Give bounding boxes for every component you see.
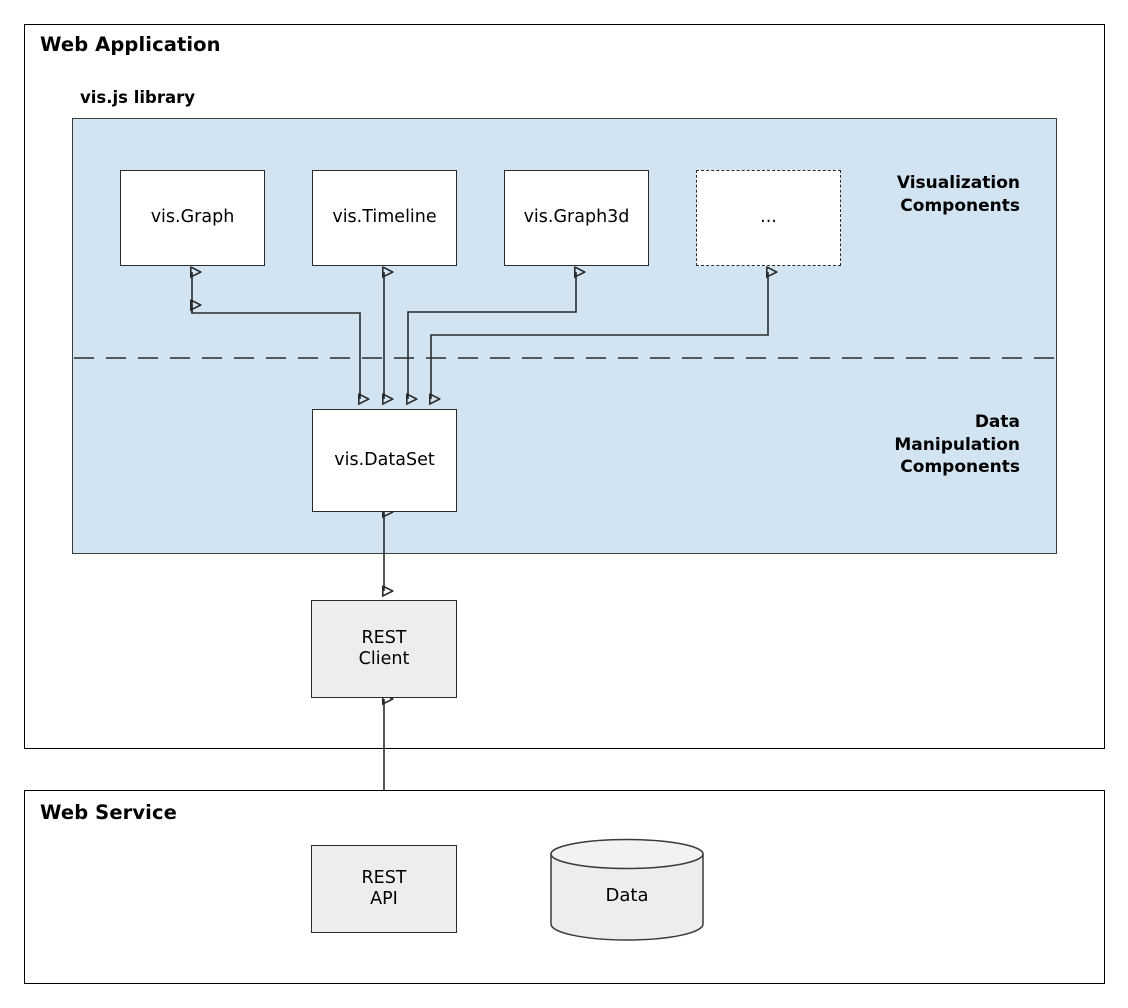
node-rest-client[interactable]: REST Client (311, 600, 457, 698)
node-rest-client-label: REST Client (358, 627, 410, 669)
node-more-components-label: ... (760, 207, 777, 228)
connector-graph-path (192, 272, 360, 399)
node-more-components[interactable]: ... (696, 170, 841, 266)
node-data-store-label: Data (605, 884, 649, 906)
node-vis-dataset-label: vis.DataSet (334, 449, 435, 470)
node-vis-graph3d-label: vis.Graph3d (523, 207, 630, 228)
vis-js-library-title: vis.js library (80, 88, 196, 107)
node-rest-api-label: REST API (361, 867, 407, 909)
web-service-title: Web Service (40, 801, 177, 824)
visualization-components-label: Visualization Components (896, 173, 1020, 216)
connector-more-path (431, 272, 768, 399)
data-manipulation-components-label: Data Manipulation Components (894, 412, 1020, 478)
node-rest-api[interactable]: REST API (311, 845, 457, 933)
cylinder-top (550, 838, 704, 870)
cylinder-body (550, 853, 704, 941)
node-vis-graph3d[interactable]: vis.Graph3d (504, 170, 649, 266)
node-vis-dataset[interactable]: vis.DataSet (312, 409, 457, 512)
node-vis-graph-label: vis.Graph (150, 207, 235, 228)
node-vis-timeline-label: vis.Timeline (332, 207, 437, 228)
node-data-store[interactable] (548, 838, 706, 942)
node-vis-graph[interactable]: vis.Graph (120, 170, 265, 266)
web-application-title: Web Application (40, 33, 221, 56)
node-vis-timeline[interactable]: vis.Timeline (312, 170, 457, 266)
